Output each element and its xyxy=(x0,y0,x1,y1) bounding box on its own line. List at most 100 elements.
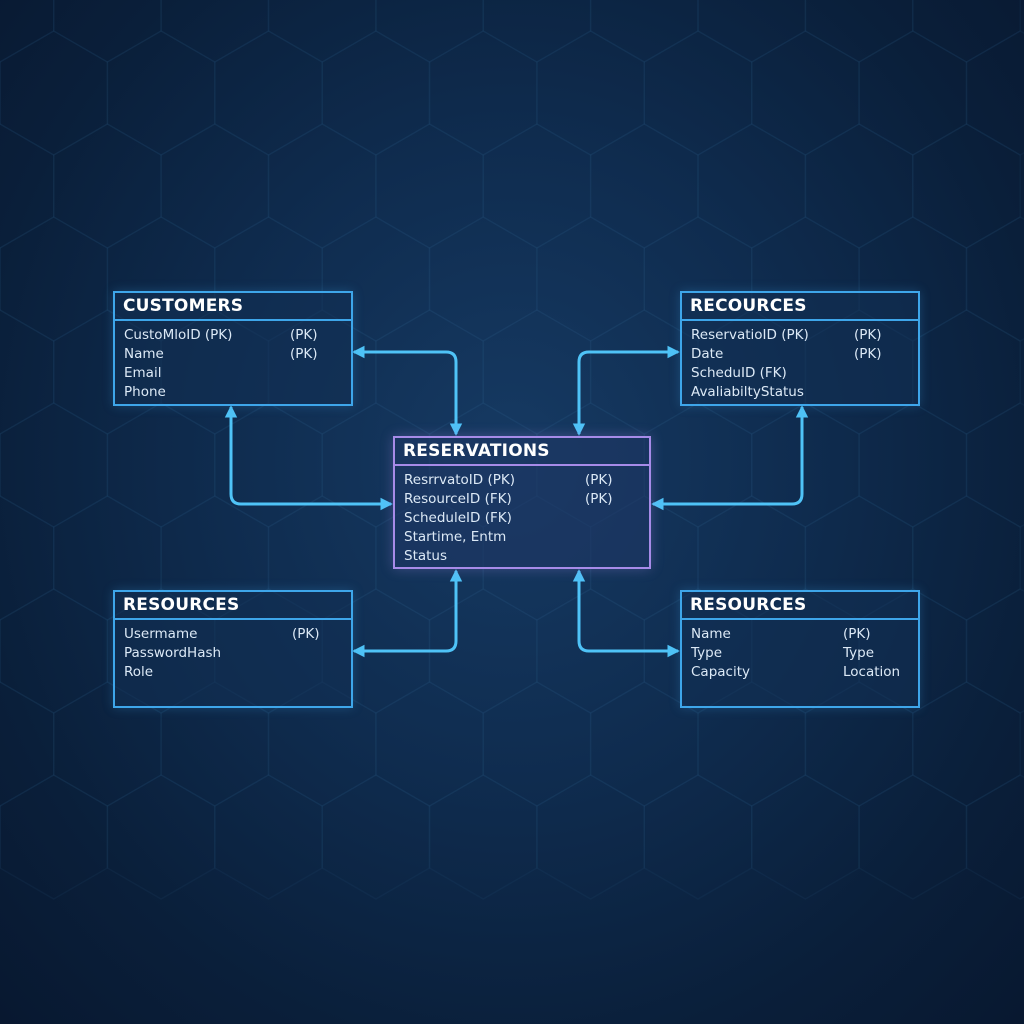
key-label: (PK) xyxy=(854,346,882,362)
key-label: (PK) xyxy=(290,327,318,343)
key-label: (PK) xyxy=(585,472,613,488)
background-hexagon xyxy=(804,0,914,63)
reservations-table[interactable]: RESERVATIONS ResrrvatoID (PK) (PK) Resou… xyxy=(393,436,651,569)
field-name: PasswordHash xyxy=(124,645,222,661)
background-hexagon xyxy=(375,681,484,807)
key-label: (PK) xyxy=(292,626,320,642)
table-row: Phone xyxy=(124,384,351,403)
table-row: Type Type xyxy=(691,645,918,664)
table-row: Capacity Location xyxy=(691,664,918,683)
field-name: Name xyxy=(124,346,164,362)
background-hexagon xyxy=(0,0,55,63)
field-name: ScheduID (FK) xyxy=(691,365,787,381)
background-hexagon xyxy=(965,588,1024,714)
field-name: Phone xyxy=(124,384,166,400)
background-hexagon xyxy=(804,123,914,249)
key-label: Location xyxy=(843,664,901,680)
background-hexagon xyxy=(697,0,807,63)
table-row: Name (PK) xyxy=(691,626,918,645)
background-hexagon xyxy=(214,30,323,156)
background-hexagon xyxy=(106,774,216,900)
background-hexagon xyxy=(214,774,323,900)
reservations-table-title: RESERVATIONS xyxy=(395,438,649,466)
background-hexagon xyxy=(52,123,162,249)
background-hexagon xyxy=(912,681,1021,807)
field-name: ResrrvatoID (PK) xyxy=(404,472,515,488)
background-hexagon xyxy=(0,495,55,621)
background-hexagon xyxy=(858,774,968,900)
connector-recources-reservations xyxy=(572,345,680,436)
key-label: (PK) xyxy=(843,626,871,642)
background-hexagon xyxy=(375,0,484,63)
field-name: Status xyxy=(404,548,448,564)
table-row: ResourceID (FK) (PK) xyxy=(404,491,649,510)
field-name: Name xyxy=(691,626,731,642)
background-hexagon xyxy=(589,681,699,807)
recources-table-body: ReservatioID (PK) (PK) Date (PK) ScheduI… xyxy=(682,321,918,403)
background-hexagon xyxy=(428,774,538,900)
background-hexagon xyxy=(160,123,270,249)
background-hexagon xyxy=(697,123,807,249)
table-row: ScheduID (FK) xyxy=(691,365,918,384)
resources-right-table-title: RESOURCES xyxy=(682,592,918,620)
background-hexagon xyxy=(52,0,162,63)
connector-resources-left-reservations xyxy=(352,569,463,658)
key-label: (PK) xyxy=(585,491,613,507)
background-hexagon xyxy=(482,0,592,63)
customers-table-title: CUSTOMERS xyxy=(115,293,351,321)
table-row: ScheduleID (FK) xyxy=(404,510,649,529)
resources-right-table[interactable]: RESOURCES Name (PK) Type Type Capacity L… xyxy=(680,590,920,708)
background-hexagon xyxy=(0,30,109,156)
background-hexagon xyxy=(106,30,216,156)
reservations-table-body: ResrrvatoID (PK) (PK) ResourceID (FK) (P… xyxy=(395,466,649,567)
recources-table[interactable]: RECOURCES ReservatioID (PK) (PK) Date (P… xyxy=(680,291,920,406)
background-hexagon xyxy=(0,774,109,900)
background-hexagon xyxy=(750,774,860,900)
field-name: AvaliabiltyStatus xyxy=(691,384,804,400)
key-label: (PK) xyxy=(290,346,318,362)
field-name: ScheduleID (FK) xyxy=(404,510,512,526)
background-hexagon xyxy=(160,495,270,621)
resources-left-table-title: RESOURCES xyxy=(115,592,351,620)
table-row: ReservatioID (PK) (PK) xyxy=(691,327,918,346)
table-row: Usermame (PK) xyxy=(124,626,351,645)
background-hexagon xyxy=(965,216,1024,342)
background-hexagon xyxy=(267,0,377,63)
background-hexagon xyxy=(912,123,1021,249)
resources-right-table-body: Name (PK) Type Type Capacity Location xyxy=(682,620,918,683)
background-hexagon xyxy=(965,30,1024,156)
background-hexagon xyxy=(267,123,377,249)
connector-resources-right-reservations xyxy=(572,569,680,658)
table-row: Role xyxy=(124,664,351,683)
customers-table[interactable]: CUSTOMERS CustoMloID (PK) (PK) Name (PK)… xyxy=(113,291,353,406)
field-name: Capacity xyxy=(691,664,750,680)
connector-recources-reservations-lower xyxy=(651,405,809,511)
background-hexagon xyxy=(858,30,968,156)
background-hexagon xyxy=(375,123,484,249)
background-hexagon xyxy=(589,0,699,63)
field-name: Role xyxy=(124,664,154,680)
field-name: Type xyxy=(691,645,723,661)
background-hexagon xyxy=(321,774,431,900)
background-hexagon xyxy=(0,588,109,714)
background-hexagon xyxy=(750,30,860,156)
table-row: PasswordHash xyxy=(124,645,351,664)
field-name: Usermame xyxy=(124,626,198,642)
key-label: Type xyxy=(843,645,875,661)
key-label: (PK) xyxy=(854,327,882,343)
table-row: Date (PK) xyxy=(691,346,918,365)
background-hexagon xyxy=(52,681,162,807)
background-hexagon xyxy=(536,216,646,342)
background-hexagon xyxy=(965,774,1024,900)
background-hexagon xyxy=(482,123,592,249)
field-name: Startime, Entm xyxy=(404,529,507,545)
background-hexagon xyxy=(0,309,55,435)
background-hexagon xyxy=(160,0,270,63)
table-row: Status xyxy=(404,548,649,567)
background-hexagon xyxy=(0,216,109,342)
field-name: ResourceID (FK) xyxy=(404,491,512,507)
field-name: Date xyxy=(691,346,724,362)
resources-left-table[interactable]: RESOURCES Usermame (PK) PasswordHash Rol… xyxy=(113,590,353,708)
background-hexagon xyxy=(589,123,699,249)
connector-customers-reservations-lower xyxy=(224,405,393,511)
